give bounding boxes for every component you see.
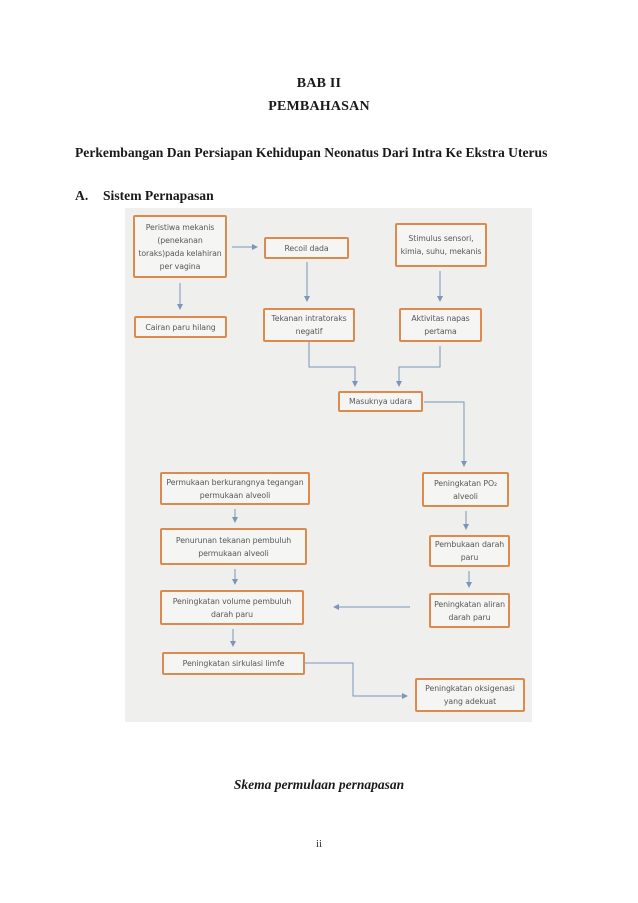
page-number: ii <box>315 838 323 850</box>
flow-node-cairan-paru-hilang: Cairan paru hilang <box>134 316 227 338</box>
section-label: A. <box>75 188 89 203</box>
flow-node-stimulus-sensori: Stimulus sensori, kimia, suhu, mekanis <box>395 223 487 267</box>
flow-node-peningkatan-volume: Peningkatan volume pembuluh darah paru <box>160 590 304 625</box>
flow-node-pembukaan-darah: Pembukaan darah paru <box>429 535 510 567</box>
flow-node-peningkatan-sirkulasi: Peningkatan sirkulasi limfe <box>162 652 305 675</box>
flow-node-peristiwa-mekanis: Peristiwa mekanis (penekanan toraks)pada… <box>133 215 227 278</box>
flow-node-penurunan-tekanan: Penurunan tekanan pembuluh permukaan alv… <box>160 528 307 565</box>
flow-node-masuknya-udara: Masuknya udara <box>338 391 423 412</box>
chapter-subtitle: PEMBAHASAN <box>268 99 370 114</box>
flow-node-tekanan-intratoraks: Tekanan intratoraks negatif <box>263 308 355 342</box>
section-title: Sistem Pernapasan <box>103 188 214 203</box>
document-heading: Perkembangan Dan Persiapan Kehidupan Neo… <box>75 145 548 160</box>
flow-node-peningkatan-aliran: Peningkatan aliran darah paru <box>429 593 510 628</box>
chapter-title: BAB II <box>296 76 342 91</box>
figure-caption: Skema permulaan pernapasan <box>233 777 405 792</box>
flow-node-peningkatan-oksigenasi: Peningkatan oksigenasi yang adekuat <box>415 678 525 712</box>
section-heading: A. Sistem Pernapasan <box>75 188 214 204</box>
flow-node-aktivitas-napas: Aktivitas napas pertama <box>399 308 482 342</box>
flow-node-permukaan-berkurang: Permukaan berkurangnya tegangan permukaa… <box>160 472 310 505</box>
flow-node-recoil-dada: Recoil dada <box>264 237 349 259</box>
flowchart-panel <box>125 208 532 722</box>
flow-node-peningkatan-po2: Peningkatan PO₂ alveoli <box>422 472 509 507</box>
